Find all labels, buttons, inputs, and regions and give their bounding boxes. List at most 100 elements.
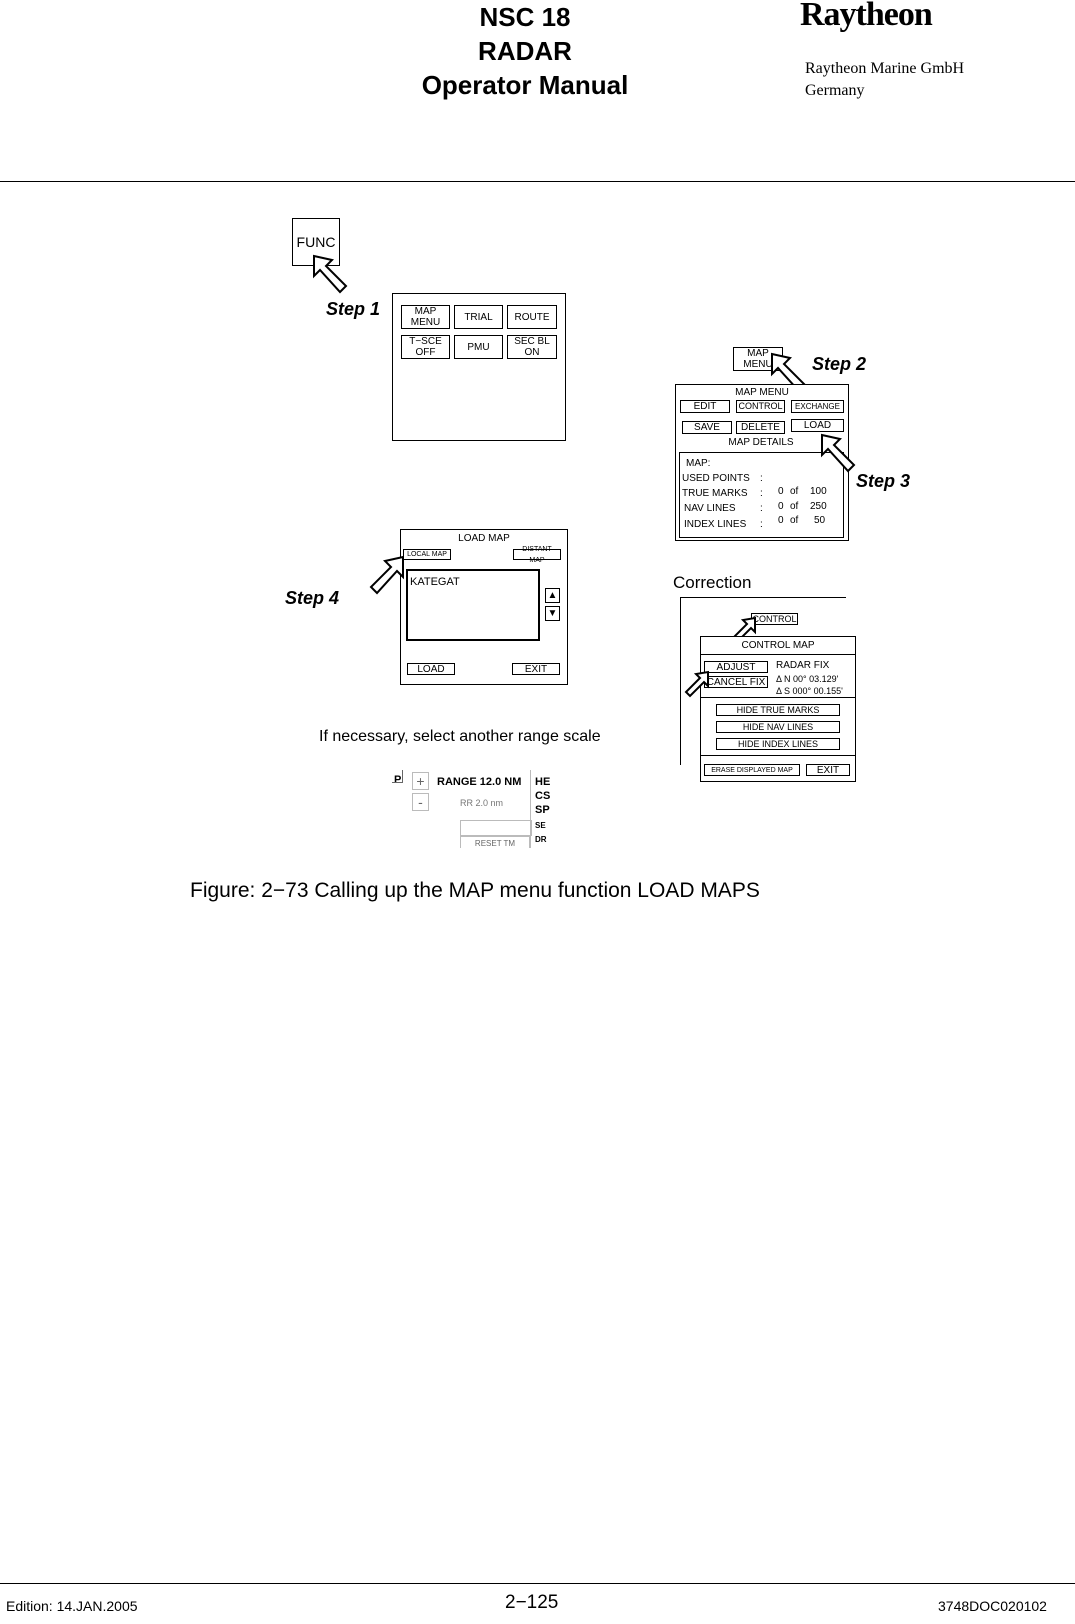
detail-row-value: 0 bbox=[778, 486, 784, 497]
edition-date: Edition: 14.JAN.2005 bbox=[6, 1598, 138, 1614]
detail-row-max: 250 bbox=[810, 501, 827, 512]
range-value: RANGE 12.0 NM bbox=[437, 776, 522, 788]
control-map-panel: CONTROL MAP ADJUST CANCEL FIX RADAR FIX … bbox=[700, 636, 856, 782]
detail-row-label: NAV LINES bbox=[684, 503, 736, 514]
detail-row-label: INDEX LINES bbox=[684, 519, 747, 530]
map-menu-panel: MAP MENU EDIT CONTROL EXCHANGE SAVE DELE… bbox=[675, 384, 849, 541]
exchange-button[interactable]: EXCHANGE bbox=[791, 400, 844, 413]
document-number: 3748DOC020102 bbox=[938, 1598, 1047, 1614]
raytheon-logo: Raytheon bbox=[800, 0, 933, 33]
delete-button[interactable]: DELETE bbox=[736, 421, 785, 434]
range-left-edge bbox=[392, 770, 403, 783]
t-sce-off-button[interactable]: T−SCE OFF bbox=[401, 335, 450, 359]
map-label: MAP: bbox=[686, 458, 711, 469]
map-list-item[interactable]: KATEGAT bbox=[410, 576, 460, 588]
route-button[interactable]: ROUTE bbox=[507, 305, 557, 329]
detail-row-value: 0 bbox=[778, 515, 784, 526]
range-field bbox=[460, 820, 532, 836]
detail-row-label: USED POINTS bbox=[682, 473, 750, 484]
control-map-divider bbox=[701, 697, 855, 698]
detail-row-sep: : bbox=[760, 519, 763, 530]
range-right-fragment: SP bbox=[535, 804, 550, 816]
map-menu-title: MAP MENU bbox=[735, 387, 789, 398]
detail-row-of: of bbox=[790, 501, 799, 512]
map-list[interactable]: KATEGAT bbox=[406, 569, 540, 641]
sec-bl-on-button[interactable]: SEC BL ON bbox=[507, 335, 557, 359]
title-line-1: NSC 18 bbox=[479, 2, 571, 32]
map-details-title: MAP DETAILS bbox=[728, 437, 794, 448]
control-map-divider bbox=[701, 654, 855, 655]
scroll-down-button[interactable]: ▼ bbox=[545, 606, 560, 621]
cancel-fix-button[interactable]: CANCEL FIX bbox=[704, 676, 768, 688]
range-right-fragment: HE bbox=[535, 776, 551, 788]
detail-row-of: of bbox=[790, 515, 799, 526]
control-map-exit-button[interactable]: EXIT bbox=[806, 764, 850, 776]
pointer-hand-icon bbox=[313, 254, 348, 294]
detail-row-sep: : bbox=[760, 473, 763, 484]
step-2-label: Step 2 bbox=[812, 354, 867, 374]
company-country: Germany bbox=[805, 82, 865, 99]
func-menu-panel: MAP MENU TRIAL ROUTE T−SCE OFF PMU SEC B… bbox=[392, 293, 566, 441]
reset-tm-button[interactable]: RESET TM bbox=[460, 836, 530, 848]
load-button[interactable]: LOAD bbox=[791, 419, 844, 432]
range-right-fragment: CS bbox=[535, 790, 551, 802]
hide-true-marks-button[interactable]: HIDE TRUE MARKS bbox=[716, 704, 840, 716]
load-map-panel: LOAD MAP LOCAL MAP DISTANT MAP KATEGAT ▲… bbox=[400, 529, 568, 685]
hide-index-lines-button[interactable]: HIDE INDEX LINES bbox=[716, 738, 840, 750]
load-map-load-button[interactable]: LOAD bbox=[407, 663, 455, 675]
range-plus-button[interactable]: + bbox=[412, 772, 429, 790]
pointer-hand-icon bbox=[369, 555, 404, 595]
map-menu-button[interactable]: MAP MENU bbox=[401, 305, 450, 329]
distant-map-button[interactable]: DISTANT MAP bbox=[513, 546, 561, 564]
local-map-button[interactable]: LOCAL MAP bbox=[403, 549, 451, 560]
detail-row-label: TRUE MARKS bbox=[682, 488, 748, 499]
range-panel: P + - RANGE 12.0 NM RR 2.0 nm RESET TM H… bbox=[392, 770, 552, 848]
detail-row-value: 0 bbox=[778, 501, 784, 512]
range-right-fragment: SE bbox=[535, 821, 546, 830]
correction-title: Correction bbox=[673, 573, 752, 592]
correction-rule-left bbox=[680, 597, 681, 765]
correction-control-button[interactable]: CONTROL bbox=[751, 613, 798, 625]
range-right-fragment: DR bbox=[535, 835, 547, 844]
edit-button[interactable]: EDIT bbox=[680, 400, 730, 413]
trial-button[interactable]: TRIAL bbox=[454, 305, 503, 329]
pointer-hand-icon bbox=[821, 433, 856, 473]
detail-row-sep: : bbox=[760, 503, 763, 514]
control-map-divider bbox=[701, 755, 855, 756]
step-3-label: Step 3 bbox=[856, 471, 911, 491]
save-button[interactable]: SAVE bbox=[682, 421, 732, 434]
rr-value: RR 2.0 nm bbox=[460, 798, 504, 808]
scroll-up-button[interactable]: ▲ bbox=[545, 588, 560, 603]
delta-s-value: Δ S 000° 00.155' bbox=[776, 686, 843, 696]
page-number: 2−125 bbox=[505, 1592, 559, 1613]
adjust-button[interactable]: ADJUST bbox=[704, 661, 768, 673]
detail-row-sep: : bbox=[760, 488, 763, 499]
load-map-title: LOAD MAP bbox=[458, 533, 510, 544]
detail-row-max: 100 bbox=[810, 486, 827, 497]
header-divider bbox=[0, 181, 1075, 182]
correction-rule-top bbox=[680, 597, 846, 598]
hide-nav-lines-button[interactable]: HIDE NAV LINES bbox=[716, 721, 840, 733]
range-note: If necessary, select another range scale bbox=[319, 728, 601, 745]
control-map-title: CONTROL MAP bbox=[741, 640, 815, 651]
title-line-2: RADAR bbox=[478, 36, 572, 66]
range-minus-button[interactable]: - bbox=[412, 793, 429, 811]
map-details-box: MAP: USED POINTS : TRUE MARKS : 0 of 100… bbox=[679, 452, 844, 538]
footer-divider bbox=[0, 1583, 1075, 1584]
delta-n-value: Δ N 00° 03.129' bbox=[776, 674, 839, 684]
company-name: Raytheon Marine GmbH bbox=[805, 60, 965, 77]
detail-row-max: 50 bbox=[814, 515, 826, 526]
pointer-hand-icon bbox=[684, 670, 709, 698]
step-4-label: Step 4 bbox=[285, 588, 340, 608]
radar-fix-label: RADAR FIX bbox=[776, 660, 830, 671]
figure-caption: Figure: 2−73 Calling up the MAP menu fun… bbox=[190, 879, 760, 902]
erase-displayed-map-button[interactable]: ERASE DISPLAYED MAP bbox=[704, 764, 800, 776]
detail-row-of: of bbox=[790, 486, 799, 497]
control-button[interactable]: CONTROL bbox=[736, 400, 785, 413]
title-line-3: Operator Manual bbox=[421, 70, 629, 100]
range-right-divider bbox=[530, 770, 531, 848]
range-left-fragment: P bbox=[394, 774, 402, 786]
load-map-exit-button[interactable]: EXIT bbox=[512, 663, 560, 675]
step-1-label: Step 1 bbox=[326, 299, 381, 319]
pmu-button[interactable]: PMU bbox=[454, 335, 503, 359]
